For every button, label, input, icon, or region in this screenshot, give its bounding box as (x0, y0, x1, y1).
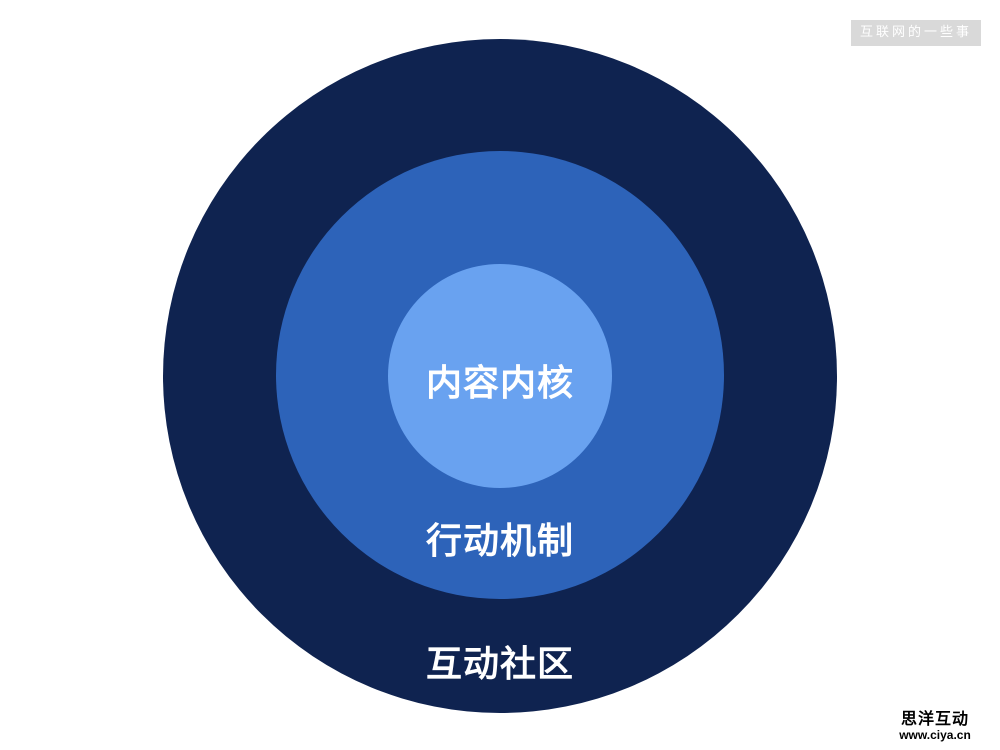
inner-circle-content-core (388, 264, 612, 488)
watermark-url: www.ciya.cn (899, 728, 971, 742)
outer-circle-label: 互动社区 (425, 644, 574, 685)
inner-circle-label: 内容内核 (425, 363, 574, 404)
watermark-title: 思洋互动 (900, 709, 969, 728)
top-right-watermark: 互联网的一些事 (851, 20, 981, 46)
bottom-right-watermark: 思洋互动 www.ciya.cn (885, 709, 985, 743)
middle-circle-label: 行动机制 (425, 521, 574, 562)
